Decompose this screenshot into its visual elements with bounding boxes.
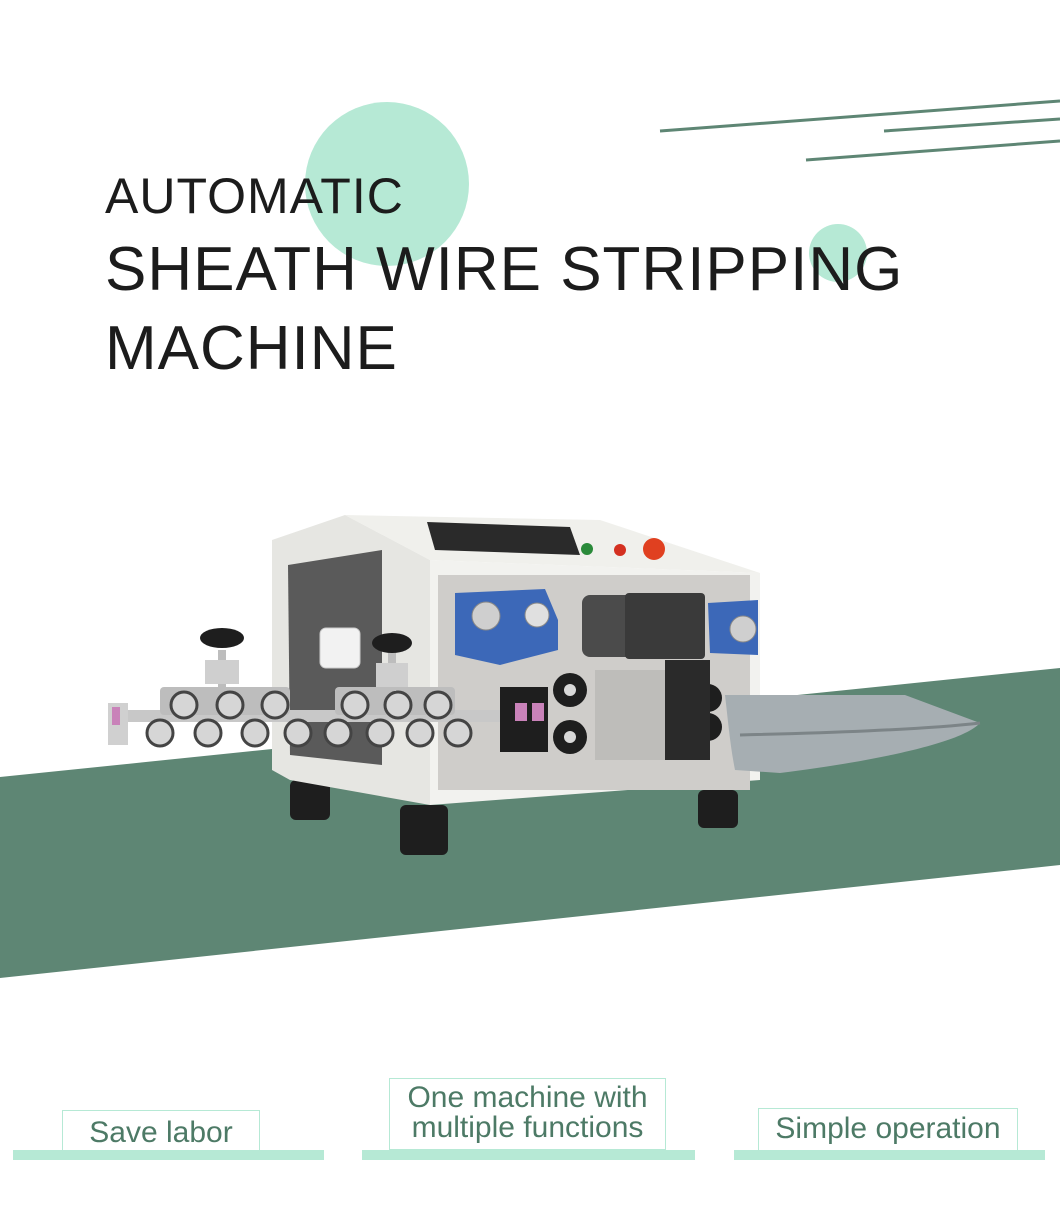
straightener-roller [365, 718, 395, 748]
feature-label-line: multiple functions [411, 1111, 644, 1144]
tray-edge [739, 721, 981, 737]
decorative-circle-large [305, 102, 469, 266]
straightener-roller [405, 718, 435, 748]
title-line-product-type: SHEATH WIRE STRIPPING [105, 235, 904, 304]
feature-multiple-functions: One machine with multiple functions [362, 1075, 695, 1165]
front-blade-knob [471, 601, 501, 631]
rear-blade-knob [729, 615, 757, 643]
straightener-roller [260, 690, 290, 720]
straightener-roller [443, 718, 473, 748]
decorative-circle-small [809, 224, 867, 282]
machine-foot [698, 790, 738, 828]
guide-bushing [532, 703, 544, 721]
feature-label-line: One machine with [407, 1081, 648, 1114]
feature-underline [13, 1150, 324, 1160]
straightener-roller [169, 690, 199, 720]
pressure-adjust-knob [200, 628, 244, 648]
feature-label: Save labor [62, 1110, 260, 1152]
knob-bracket [376, 663, 408, 687]
deco-line [883, 117, 1060, 133]
motor-housing [625, 593, 705, 659]
start-button [581, 543, 593, 555]
knob-bracket [205, 660, 239, 684]
deco-line [805, 139, 1060, 162]
emergency-stop-button [643, 538, 665, 560]
feature-save-labor: Save labor [13, 1075, 324, 1165]
straightener-inlet [112, 707, 120, 725]
blade-carriage [665, 660, 710, 760]
straightener-roller [383, 690, 413, 720]
straightener-roller [215, 690, 245, 720]
front-blade-knob [524, 602, 550, 628]
roller-hub [564, 684, 576, 696]
title-line-automatic: AUTOMATIC [105, 168, 404, 224]
machine-foot [290, 780, 330, 820]
straightener-roller [340, 690, 370, 720]
decorative-lines [659, 99, 1060, 162]
feature-label: One machine with multiple functions [389, 1078, 666, 1150]
stop-button [614, 544, 626, 556]
straightener-roller [193, 718, 223, 748]
output-tray [725, 695, 980, 773]
machine-foot [400, 805, 448, 855]
touchscreen [427, 522, 580, 555]
title-line-machine: MACHINE [105, 314, 398, 383]
front-blade-panel [455, 589, 558, 665]
side-handle [319, 627, 361, 669]
straightener-roller [240, 718, 270, 748]
straightener-roller [323, 718, 353, 748]
feature-underline [734, 1150, 1045, 1160]
straightener-roller [423, 690, 453, 720]
guide-bushing [515, 703, 527, 721]
machine-photo [108, 515, 981, 855]
feature-underline [362, 1150, 695, 1160]
feature-simple-operation: Simple operation [734, 1075, 1045, 1165]
straightener-roller [145, 718, 175, 748]
feature-label: Simple operation [758, 1108, 1018, 1152]
pressure-adjust-knob [372, 633, 412, 653]
roller-hub [564, 731, 576, 743]
deco-line [659, 99, 1060, 133]
straightener-roller [283, 718, 313, 748]
